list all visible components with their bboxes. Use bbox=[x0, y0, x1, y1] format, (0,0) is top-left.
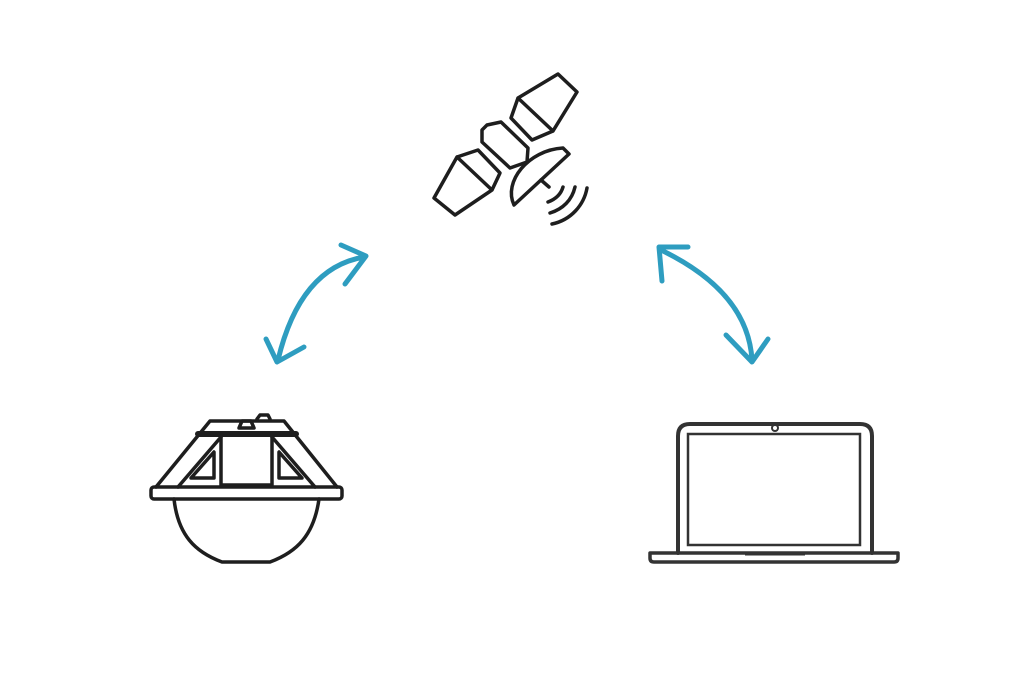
arrow-satellite-receiver bbox=[263, 242, 369, 365]
satellite-icon bbox=[432, 72, 589, 226]
arrow-satellite-laptop bbox=[656, 244, 771, 365]
receiver-dome-icon bbox=[149, 413, 344, 564]
laptop-icon bbox=[648, 422, 900, 564]
